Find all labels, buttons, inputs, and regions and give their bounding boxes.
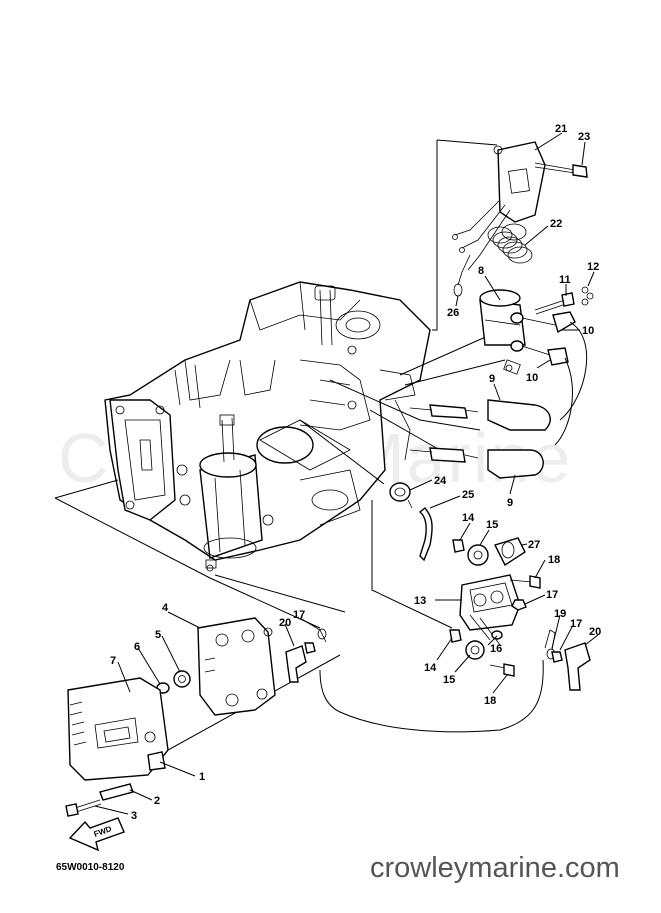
callout-leaders [94, 132, 599, 815]
callout-17-upper: 17 [546, 589, 558, 601]
callout-10-lower: 10 [526, 372, 538, 384]
ignition-coil-pair [479, 286, 594, 446]
callout-6: 6 [134, 641, 140, 653]
callout-27: 27 [528, 539, 540, 551]
callout-26: 26 [447, 307, 459, 319]
callout-5: 5 [155, 629, 161, 641]
callout-10-upper: 10 [582, 325, 594, 337]
callout-1: 1 [199, 771, 205, 783]
callout-18-lower: 18 [484, 695, 496, 707]
callout-17-right: 17 [570, 618, 582, 630]
callout-25: 25 [462, 489, 474, 501]
callout-21: 21 [555, 123, 567, 135]
callout-8: 8 [478, 265, 484, 277]
callout-24: 24 [434, 475, 447, 487]
callout-20-left: 20 [279, 617, 291, 629]
callout-3: 3 [131, 810, 137, 822]
callout-15-upper: 15 [486, 519, 498, 531]
callout-14-upper: 14 [462, 512, 475, 524]
callout-17-left: 17 [293, 609, 305, 621]
callout-11: 11 [559, 274, 571, 286]
rectifier-assembly [319, 537, 591, 733]
callout-20-right: 20 [589, 626, 601, 638]
callout-15-lower: 15 [443, 674, 455, 686]
callout-labels: 21 23 22 8 11 12 26 10 10 9 9 24 25 14 1… [110, 123, 601, 822]
callout-23: 23 [578, 131, 590, 143]
callout-2: 2 [154, 795, 160, 807]
website-link[interactable]: crowleymarine.com [370, 852, 620, 884]
callout-22: 22 [550, 218, 562, 230]
callout-18-upper: 18 [548, 554, 560, 566]
callout-7: 7 [110, 655, 116, 667]
leader-lines [54, 139, 506, 761]
callout-12: 12 [587, 261, 599, 273]
coil-spring [487, 223, 533, 264]
cdi-unit-group [65, 617, 327, 817]
fwd-arrow: FWD [68, 817, 125, 852]
callout-16: 16 [490, 643, 502, 655]
ignition-coil-assembly [452, 141, 588, 297]
callout-14-lower: 14 [424, 662, 437, 674]
spark-plug-caps [409, 399, 551, 479]
engine-block [104, 281, 431, 572]
callout-9-lower: 9 [507, 497, 513, 509]
diagram-code: 65W0010-8120 [56, 862, 125, 873]
thermo-switch [389, 482, 433, 562]
callout-13: 13 [414, 595, 426, 607]
callout-9-upper: 9 [489, 373, 495, 385]
callout-19: 19 [554, 608, 566, 620]
callout-4: 4 [162, 602, 169, 614]
